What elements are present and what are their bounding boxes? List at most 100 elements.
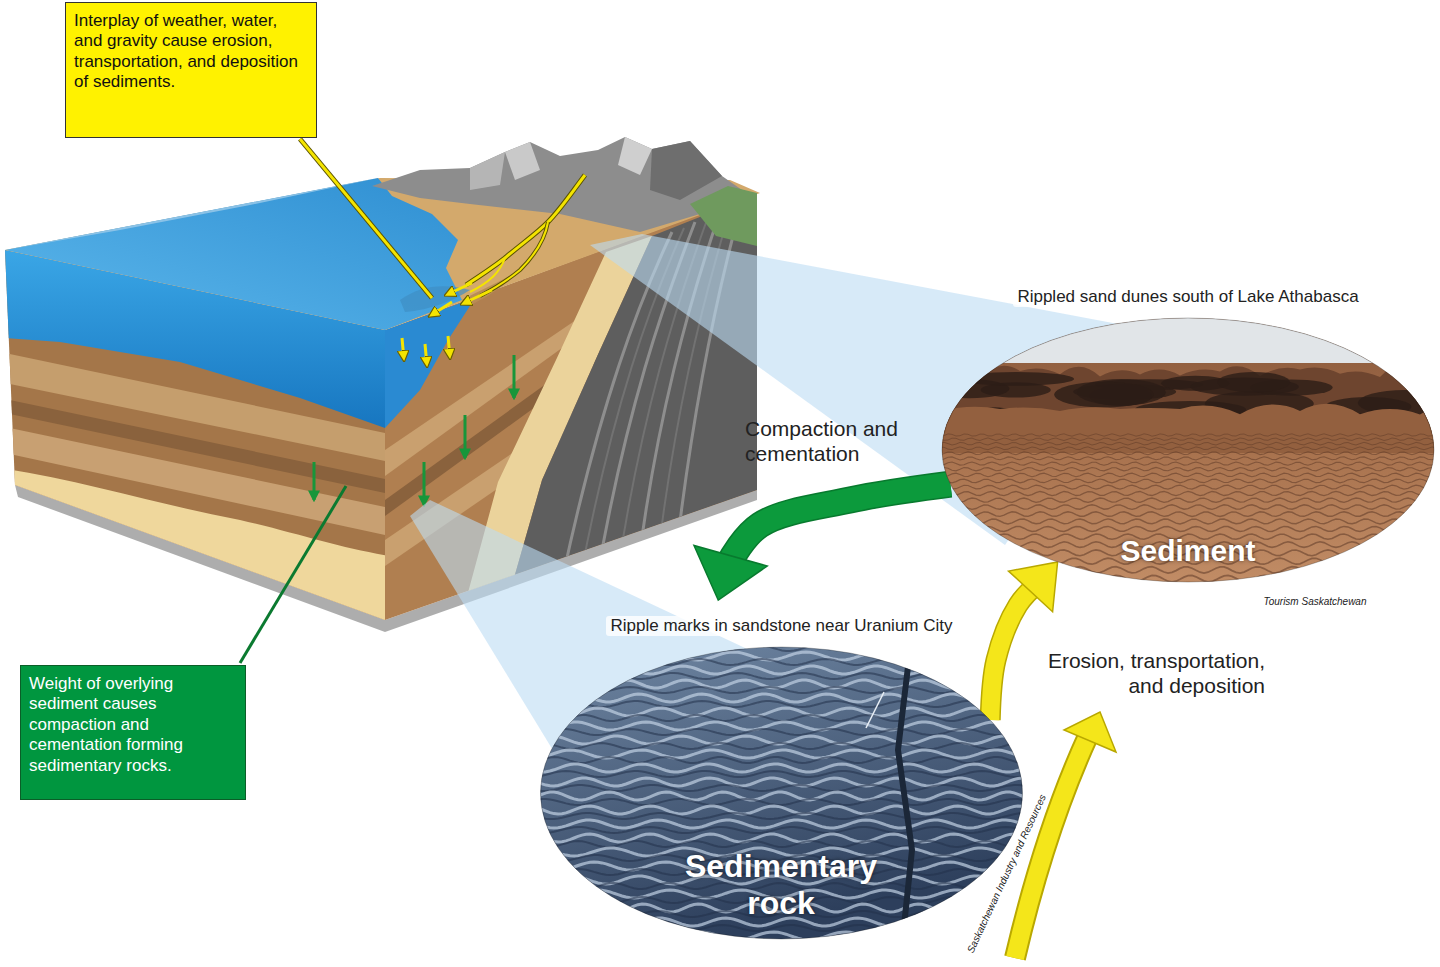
- photo: [940, 447, 1436, 450]
- compaction-arrows: [313, 462, 316, 500]
- stage-name: Sediment: [1120, 533, 1255, 569]
- photo: [866, 692, 884, 728]
- photo-credit: Tourism Saskatchewan: [1263, 596, 1366, 608]
- callout-box: Weight of overlying sediment causes comp…: [20, 665, 246, 800]
- compaction-arrows: [314, 355, 514, 505]
- photo: [538, 883, 1025, 889]
- photo: [940, 505, 1436, 510]
- rivers: [466, 175, 585, 285]
- callout-text: Interplay of weather, water, and gravity…: [74, 11, 308, 93]
- photo: [538, 862, 1025, 870]
- arrow-body: [990, 583, 1038, 720]
- photo: [538, 600, 1025, 941]
- photo: [538, 666, 1025, 674]
- rivers: [466, 175, 585, 296]
- leader-lines: [300, 139, 432, 298]
- photo: [940, 498, 1436, 502]
- photo-ellipse-art: [940, 283, 1436, 587]
- photo: [538, 659, 1025, 665]
- photo: [538, 939, 1025, 941]
- compaction-arrows: [513, 355, 516, 398]
- photo: [538, 722, 1025, 730]
- photo: [538, 743, 1025, 749]
- photo: [538, 897, 1025, 903]
- photo: [538, 701, 1025, 707]
- photo: [538, 764, 1025, 772]
- photo: [940, 479, 1436, 483]
- photo: [940, 485, 1436, 489]
- photo: [1161, 376, 1229, 391]
- edge-label: Erosion, transportation, and deposition: [1025, 648, 1265, 698]
- photo: [538, 827, 1025, 833]
- text-holder: Rippled sand dunes south of Lake Athabas…: [1000, 287, 1376, 307]
- photo: [940, 473, 1436, 477]
- photo: [940, 575, 1436, 582]
- photo: [538, 820, 1025, 828]
- photo: [538, 729, 1025, 735]
- leader-lines: [300, 139, 432, 298]
- photo: [940, 467, 1436, 471]
- photo: [940, 519, 1436, 524]
- mountains: [372, 137, 742, 232]
- photo: [538, 638, 1025, 646]
- photo: [1073, 384, 1176, 400]
- compaction-arrows: [464, 415, 467, 458]
- photo: [940, 542, 1436, 548]
- photo: [940, 404, 1436, 453]
- photo: [1077, 379, 1166, 406]
- photo: [538, 876, 1025, 884]
- photo: [538, 652, 1025, 660]
- rivers: [466, 175, 585, 285]
- ellipse-outline: [541, 647, 1023, 939]
- photo: [538, 925, 1025, 931]
- edge-label-holder: Erosion, transportation, and deposition: [1025, 648, 1265, 698]
- leader-lines: [240, 139, 432, 663]
- photo-ellipse: Ripple marks in sandstone near Uranium C…: [538, 600, 1025, 941]
- photo: [940, 512, 1436, 517]
- sediment-arrows: [402, 338, 404, 360]
- photo: [538, 890, 1025, 898]
- photo: [538, 813, 1025, 819]
- photo: [940, 492, 1436, 496]
- photo: [981, 382, 1051, 397]
- sediment-arrows: [446, 283, 472, 295]
- photo: [940, 382, 966, 392]
- return-arrow: [1015, 736, 1088, 958]
- text-holder: Ripple marks in sandstone near Uranium C…: [578, 616, 985, 636]
- photo: [538, 841, 1025, 847]
- photo: [538, 715, 1025, 721]
- top-surface: [5, 178, 378, 250]
- photo: [1325, 397, 1412, 416]
- photo: [1095, 379, 1204, 390]
- front-face: [0, 468, 390, 640]
- photo: [1054, 382, 1154, 408]
- photo: [538, 911, 1025, 917]
- photo: [940, 283, 1436, 587]
- photo-caption: Rippled sand dunes south of Lake Athabas…: [1013, 287, 1362, 307]
- photo: [1205, 391, 1314, 417]
- mountains: [470, 152, 505, 190]
- projection-wedges: [410, 234, 1150, 770]
- arrow-body: [727, 484, 951, 569]
- photo: [940, 558, 1436, 564]
- photo: [940, 550, 1436, 556]
- photo: [538, 918, 1025, 926]
- arrow-head: [694, 546, 767, 601]
- photo: [940, 452, 1436, 455]
- photo: [538, 771, 1025, 777]
- photo: [538, 834, 1025, 842]
- photo: [940, 442, 1436, 445]
- mountains: [505, 142, 540, 180]
- rivers: [480, 222, 548, 296]
- callout-text: Weight of overlying sediment causes comp…: [29, 674, 237, 776]
- photo: [940, 283, 1436, 363]
- text-holder: Sediment: [1038, 533, 1338, 569]
- photo: [940, 438, 1436, 441]
- return-arrow: [1064, 712, 1116, 752]
- photo: [538, 708, 1025, 716]
- photo: [538, 680, 1025, 688]
- photo: [940, 457, 1436, 460]
- photo: [538, 792, 1025, 800]
- photo: [538, 848, 1025, 856]
- stage-name: Sedimentary rock: [651, 848, 911, 922]
